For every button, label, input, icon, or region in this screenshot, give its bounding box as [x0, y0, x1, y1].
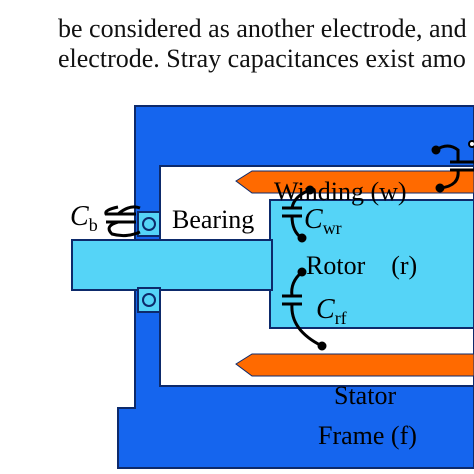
rotor-shaft [71, 239, 273, 291]
caption-line-2: electrode. Stray capacitances exist amo [58, 44, 466, 73]
bearing-lower [137, 287, 161, 313]
label-cb: Cb [70, 201, 98, 235]
capacitor-crf [282, 267, 327, 351]
bearing-upper [137, 211, 161, 237]
label-rotor: Rotor (r) [306, 251, 417, 280]
label-frame: Frame (f) [318, 421, 417, 450]
capacitor-cwr [282, 185, 315, 243]
winding-top-bar [235, 170, 474, 194]
label-crf: Crf [316, 294, 347, 328]
caption-line-1: be considered as another electrode, and [58, 14, 467, 43]
capacitor-wf [431, 140, 474, 193]
label-cwr: Cwr [304, 204, 342, 238]
label-stator: Stator [334, 381, 396, 410]
label-winding: Winding (w) [274, 177, 407, 206]
rotor-body [269, 199, 474, 329]
winding-bottom-bar [235, 353, 474, 377]
capacitor-cb [104, 205, 141, 238]
label-bearing: Bearing [172, 205, 254, 234]
